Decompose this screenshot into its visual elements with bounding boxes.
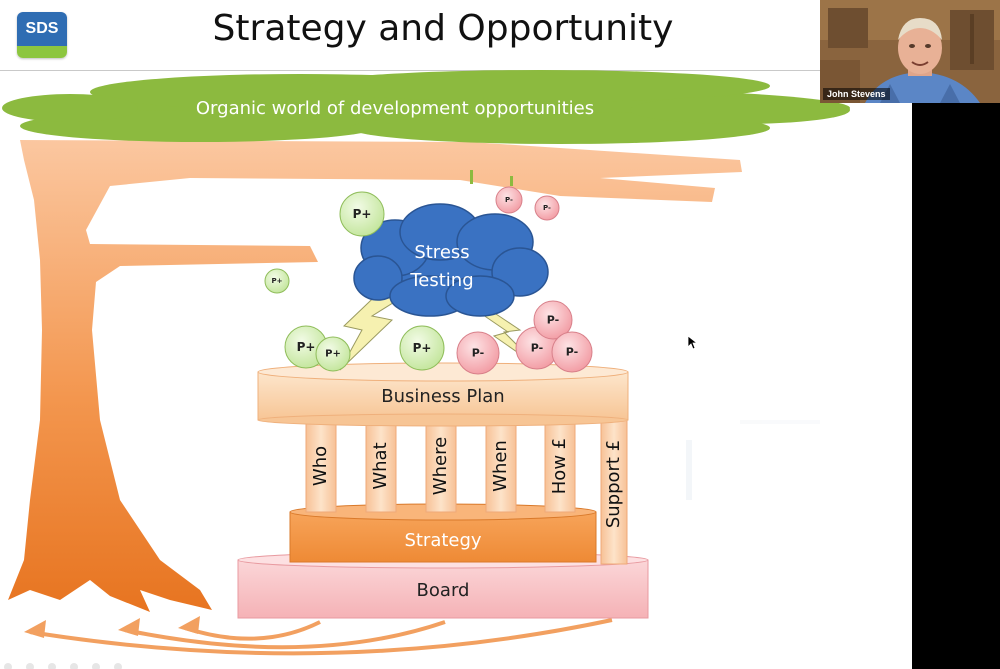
p-minus-bubbles <box>456 186 593 375</box>
video-letterbox <box>912 103 1000 669</box>
canopy-label: Organic world of development opportuniti… <box>195 98 595 119</box>
bubble-label: P- <box>471 346 485 360</box>
tree-diagram <box>2 70 850 656</box>
pillar-when: When <box>490 440 511 492</box>
strategy-label: Strategy <box>404 530 482 551</box>
bubble-label: P- <box>505 196 513 204</box>
pillar-how: How £ <box>549 437 570 495</box>
pillar-who: Who <box>310 445 331 487</box>
bubble-label: P+ <box>352 207 372 221</box>
bubble-label: P- <box>546 313 560 327</box>
slide-navigation-dots[interactable] <box>0 662 200 669</box>
pillars <box>305 417 628 565</box>
cloud-label-line1: Stress <box>414 242 470 263</box>
p-plus-bubbles <box>264 191 445 372</box>
bubble-label: P- <box>565 345 579 359</box>
business-plan-platform <box>257 362 629 427</box>
mouse-cursor-icon <box>688 336 698 350</box>
stress-testing-cloud <box>353 203 549 317</box>
slide-title: Strategy and Opportunity <box>212 8 674 49</box>
participant-video-tile[interactable]: John Stevens <box>820 0 1000 103</box>
participant-video-icon <box>820 0 1000 103</box>
tree-trunk <box>8 140 742 612</box>
bubble-label: P- <box>530 341 544 355</box>
bubble-label: P+ <box>325 348 341 360</box>
board-label: Board <box>416 580 470 601</box>
participant-name: John Stevens <box>823 88 890 100</box>
cloud-label-line2: Testing <box>410 270 474 291</box>
pillar-where: Where <box>430 436 451 496</box>
tree-canopy <box>2 70 850 186</box>
pillar-support: Support £ <box>603 439 624 529</box>
bubble-label: P+ <box>412 341 432 355</box>
sds-logo: SDS <box>17 12 67 58</box>
bubble-label: P+ <box>271 277 283 285</box>
board-platform <box>237 551 649 619</box>
feedback-arrows <box>29 618 613 656</box>
pillar-what: What <box>370 442 391 490</box>
business-plan-label: Business Plan <box>381 386 505 407</box>
presentation-slide: SDS Strategy and Opportunity <box>0 8 850 669</box>
bubble-label: P+ <box>296 340 316 354</box>
bubble-label: P- <box>543 204 551 212</box>
logo-text: SDS <box>17 12 67 46</box>
title-divider <box>0 70 820 71</box>
